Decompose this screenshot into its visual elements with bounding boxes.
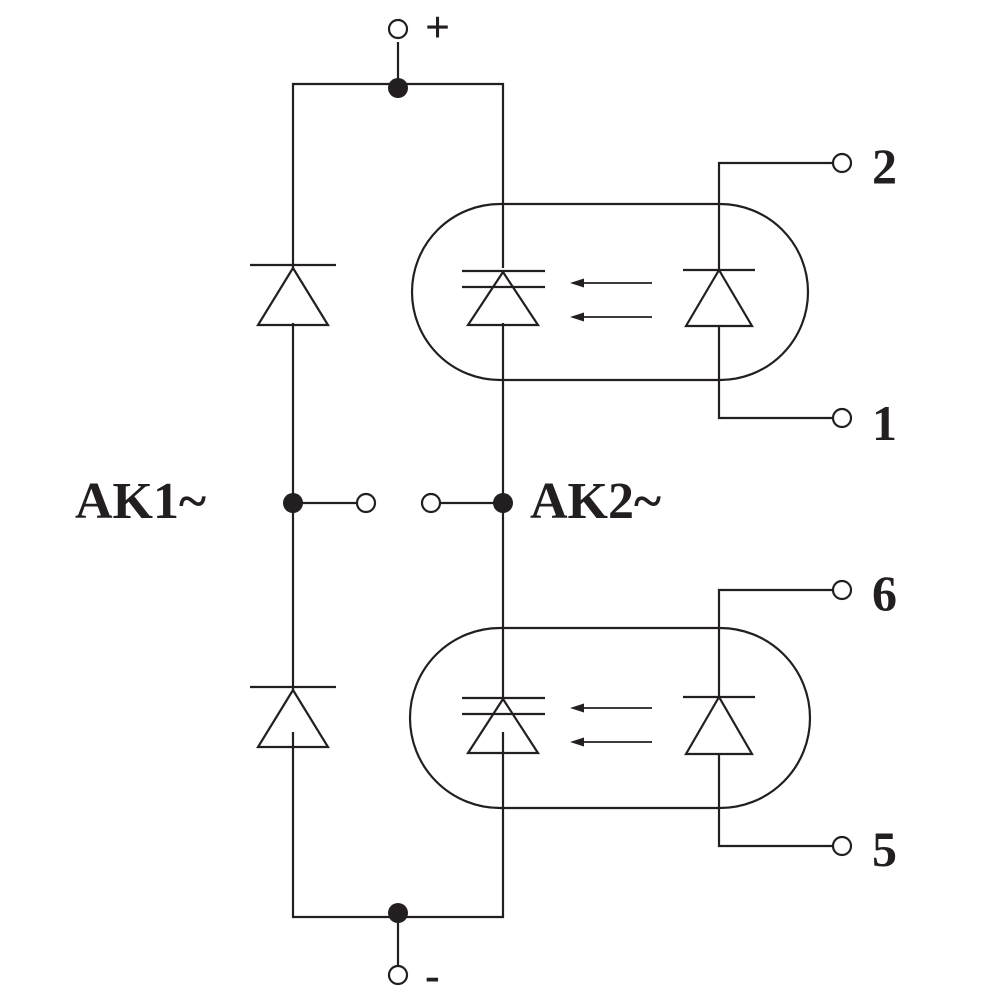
bridge-wires xyxy=(291,42,505,966)
plus-terminal xyxy=(387,18,409,40)
minus-terminal xyxy=(387,964,409,986)
ac1-terminal xyxy=(355,492,377,514)
diode-left-bottom xyxy=(250,685,336,749)
ac1-label: AK1~ xyxy=(75,473,206,530)
ac2-terminal xyxy=(420,492,442,514)
pin6-lead-wire xyxy=(717,588,833,697)
top-rail-wire xyxy=(291,82,505,268)
pin5-terminal xyxy=(831,835,853,857)
ac2-junction-node xyxy=(493,493,513,513)
optocoupler-top xyxy=(410,161,833,420)
pin6-label: 6 xyxy=(872,565,897,621)
diode-left-top xyxy=(250,263,336,327)
optocoupler-bottom-housing xyxy=(408,626,812,810)
optocoupler-top-led xyxy=(683,267,755,328)
plus-label: + xyxy=(425,3,450,52)
optocoupler-bottom-light-arrows-icon xyxy=(570,703,652,747)
optocoupler-top-output-diode xyxy=(462,269,545,327)
pin1-label: 1 xyxy=(872,395,897,451)
pin2-lead-wire xyxy=(717,161,833,270)
pin5-lead-wire xyxy=(717,754,833,848)
ac2-label: AK2~ xyxy=(530,473,661,530)
pin1-lead-wire xyxy=(717,326,833,420)
ac1-junction-node xyxy=(283,493,303,513)
plus-junction-node xyxy=(388,78,408,98)
minus-label: - xyxy=(425,951,440,1000)
optocoupler-bottom-led xyxy=(683,694,755,756)
pin5-label: 5 xyxy=(872,821,897,877)
pin1-terminal xyxy=(831,407,853,429)
pin2-label: 2 xyxy=(872,138,897,194)
optocoupler-bottom-output-diode xyxy=(462,696,545,755)
minus-junction-node xyxy=(388,903,408,923)
pin6-terminal xyxy=(831,579,853,601)
optocoupler-bottom xyxy=(408,588,833,848)
bottom-rail-wire xyxy=(291,732,505,919)
optocoupler-top-housing xyxy=(410,202,810,382)
pin2-terminal xyxy=(831,152,853,174)
optocoupler-top-light-arrows-icon xyxy=(570,278,652,322)
